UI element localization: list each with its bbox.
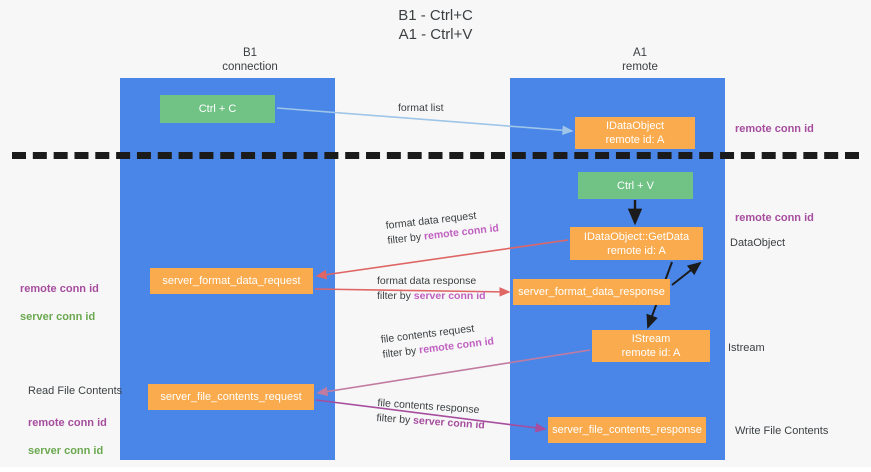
node-server-file-contents-response[interactable]: server_file_contents_response (548, 417, 706, 443)
edge-label-format-data-response-filter: filter by server conn id (377, 289, 486, 304)
node-server-file-contents-request[interactable]: server_file_contents_request (148, 384, 314, 410)
section-divider (12, 152, 859, 159)
annotation-dataobject: DataObject (730, 237, 786, 249)
edge-label-format-data-response: format data response filter by server co… (377, 274, 486, 304)
annotation-conn-ids-lower: remote conn id server conn id (28, 402, 107, 472)
column-header-a1: A1 remote (622, 47, 658, 73)
annotation-remote-conn-id-2: remote conn id (28, 417, 107, 429)
node-idataobject-getdata[interactable]: IDataObject::GetData remote id: A (570, 227, 703, 260)
node-idataobject[interactable]: IDataObject remote id: A (575, 117, 695, 149)
filter-key-server-conn-id: server conn id (413, 290, 486, 302)
column-header-b1: B1 connection (222, 47, 278, 73)
node-ctrl-c[interactable]: Ctrl + C (160, 95, 275, 123)
page-title: B1 - Ctrl+C A1 - Ctrl+V (398, 7, 473, 43)
node-server-format-data-request[interactable]: server_format_data_request (150, 268, 313, 294)
edge-label-format-data-request: format data request filter by remote con… (385, 206, 500, 248)
annotation-conn-ids-upper: remote conn id server conn id (20, 268, 99, 338)
filter-prefix-4: filter by (376, 411, 414, 427)
edge-label-format-data-response-main: format data response (377, 275, 477, 287)
annotation-server-conn-id: server conn id (20, 311, 96, 323)
annotation-server-conn-id-2: server conn id (28, 445, 104, 457)
filter-prefix-2: filter by (377, 290, 414, 302)
annotation-istream: Istream (728, 342, 765, 354)
filter-key-server-conn-id-2: server conn id (412, 414, 486, 432)
edge-label-file-contents-request: file contents request filter by remote c… (380, 319, 495, 362)
node-ctrl-v[interactable]: Ctrl + V (578, 172, 693, 199)
annotation-write-file-contents: Write File Contents (735, 425, 829, 437)
filter-prefix-3: filter by (381, 344, 420, 361)
annotation-read-file-contents: Read File Contents (28, 385, 123, 397)
node-server-format-data-response[interactable]: server_format_data_response (513, 279, 670, 305)
edge-label-file-contents-response: file contents response filter by server … (376, 396, 486, 433)
annotation-remote-conn-id-top: remote conn id (735, 123, 814, 135)
annotation-remote-conn-id-mid: remote conn id (735, 212, 814, 224)
edge-label-format-list: format list (398, 102, 444, 114)
node-istream[interactable]: IStream remote id: A (592, 330, 710, 362)
annotation-remote-conn-id: remote conn id (20, 283, 99, 295)
filter-prefix: filter by (386, 230, 425, 247)
